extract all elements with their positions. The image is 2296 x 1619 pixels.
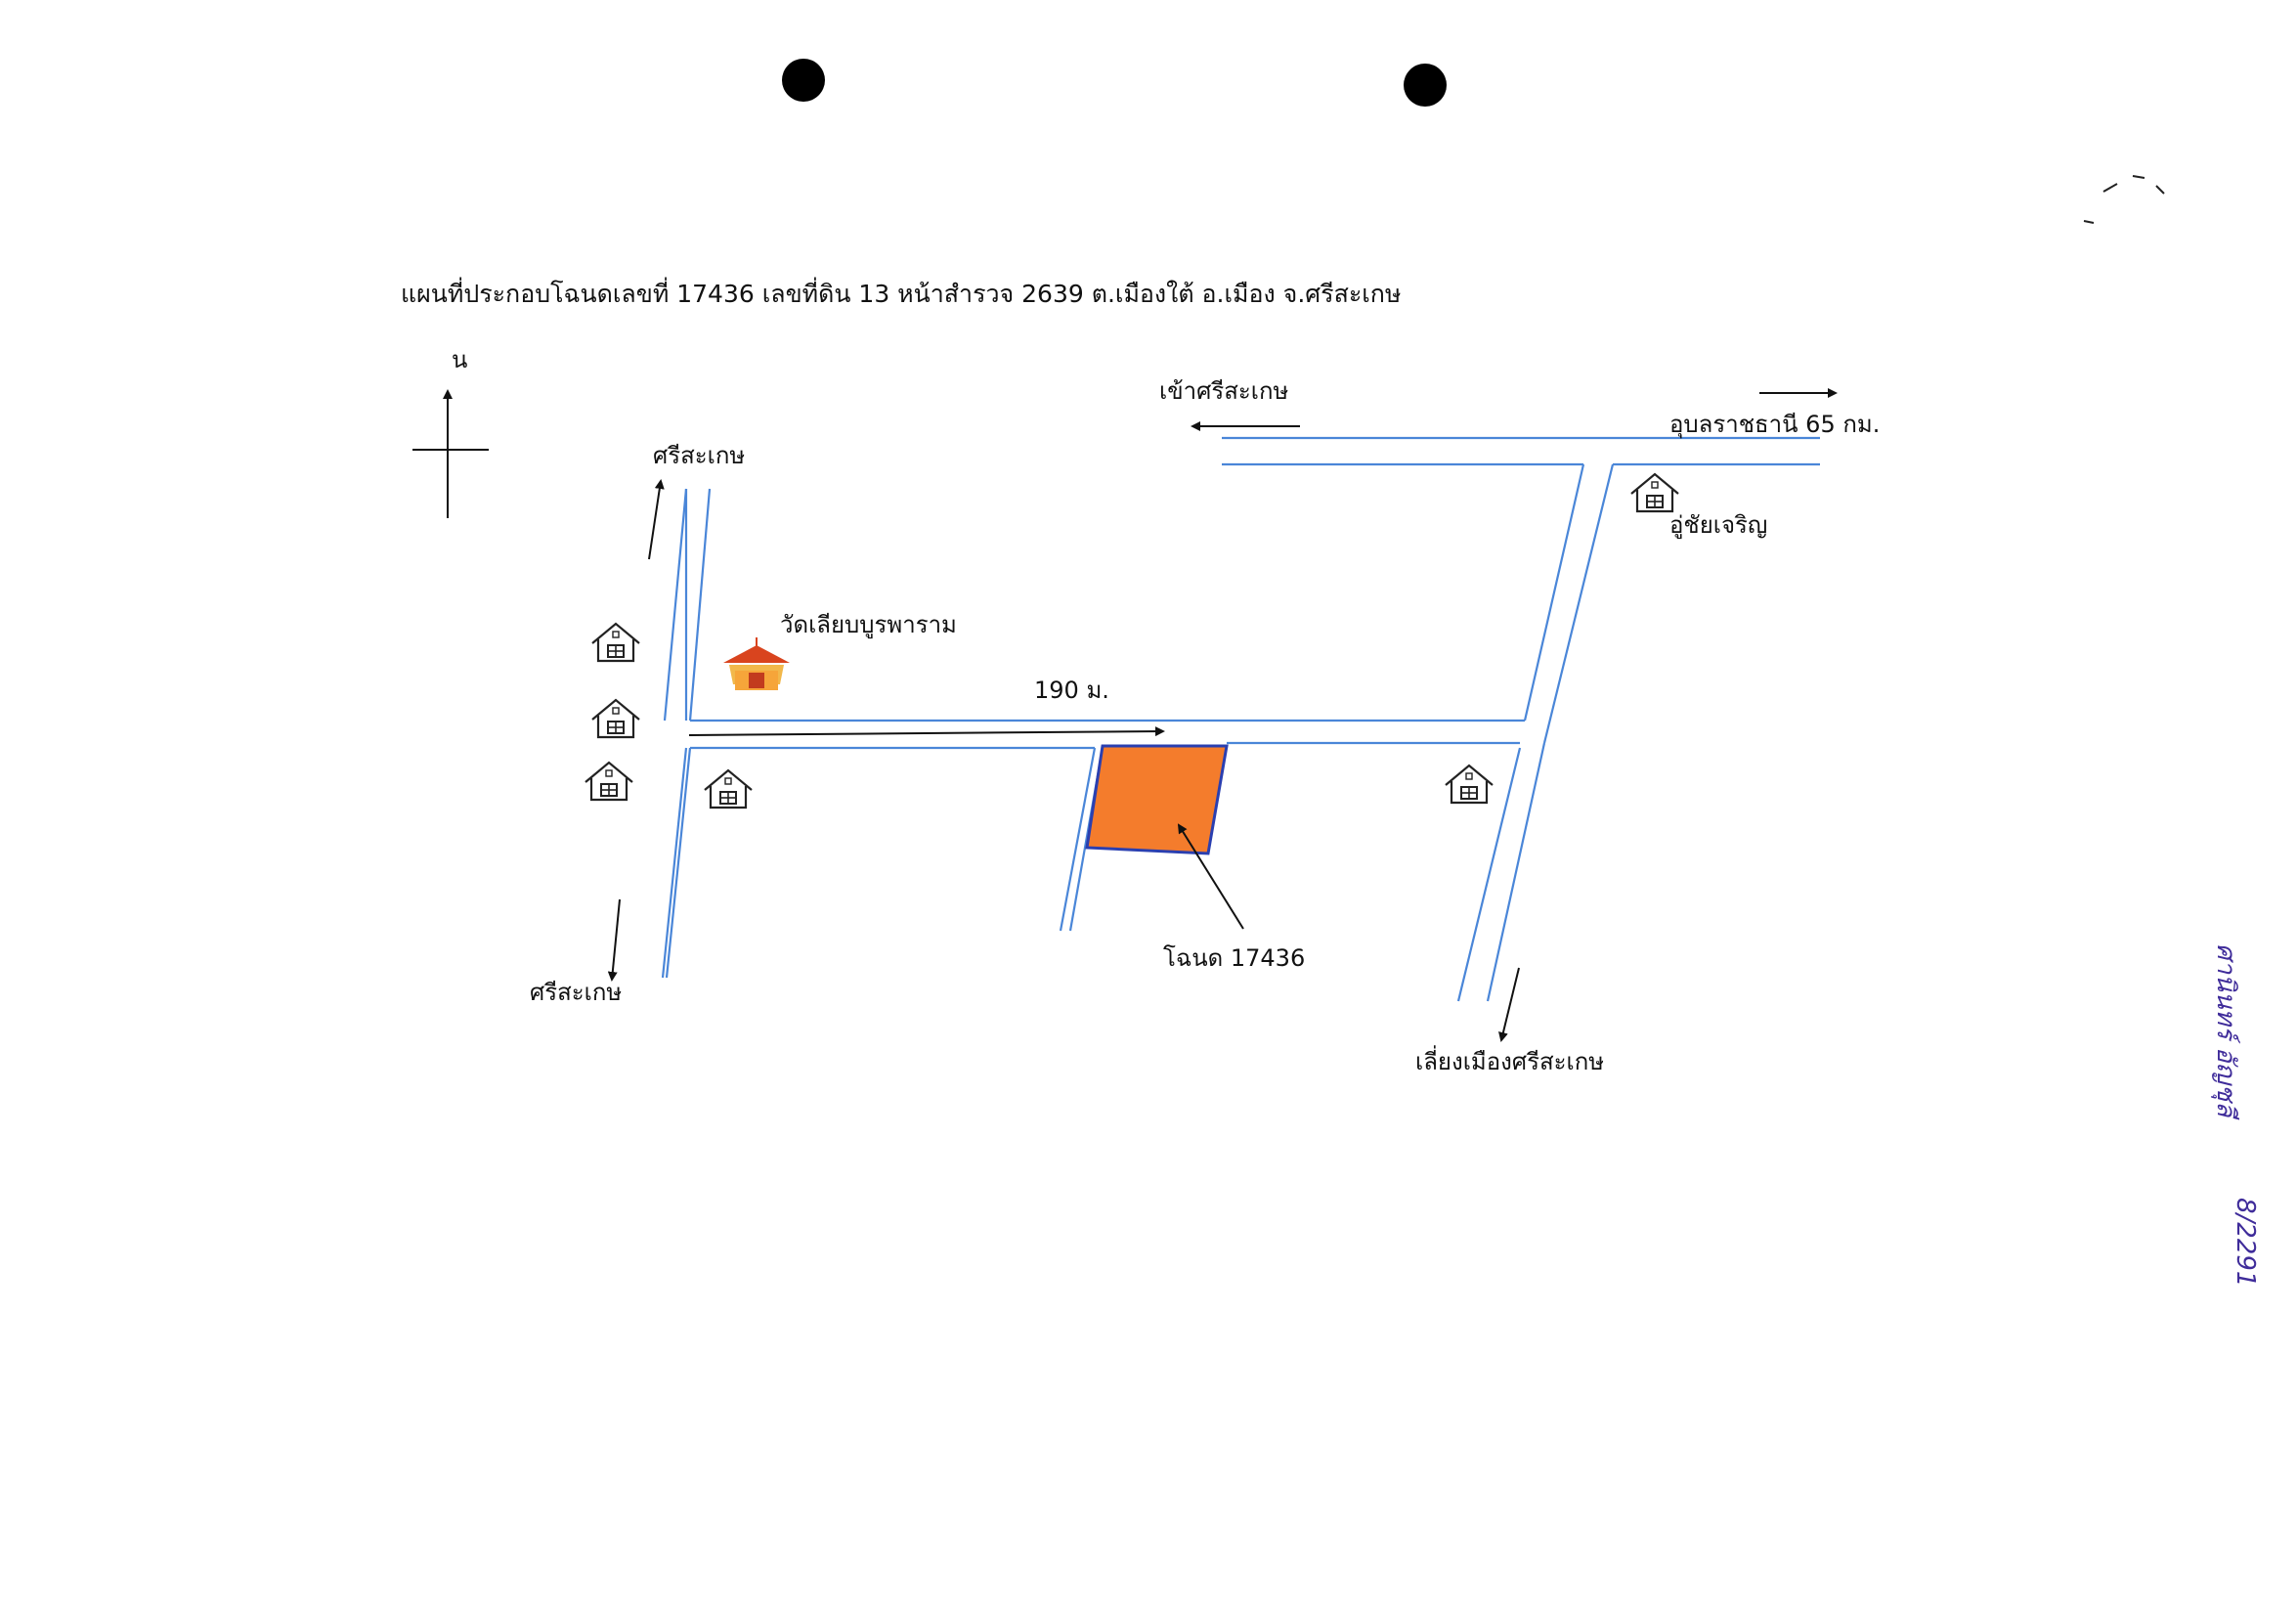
north-label: น [452, 346, 468, 373]
label-deed: โฉนด 17436 [1163, 944, 1306, 972]
distance-arrow [688, 726, 1165, 737]
house-icon [1444, 764, 1495, 805]
house-icon [1629, 472, 1680, 513]
handwritten-note: ศานินทร์ อัญชุลี [2211, 943, 2240, 1117]
house-icon [584, 761, 634, 802]
handwritten-number: 8/2291 [2231, 1198, 2260, 1288]
road-network [661, 436, 1820, 1002]
label-ubon: อุบลราชธานี 65 กม. [1669, 411, 1881, 438]
direction-arrow [648, 479, 665, 560]
direction-arrow [1498, 967, 1520, 1042]
north-arrow-icon [412, 389, 489, 518]
temple-icon [723, 637, 790, 690]
label-distance: 190 ม. [1034, 677, 1109, 704]
deed-parcel [1085, 744, 1229, 855]
leader-arrow [1177, 823, 1244, 930]
punch-hole-icon [1404, 64, 1447, 107]
house-icon [590, 698, 641, 739]
label-u-chai-charoen: อู่ชัยเจริญ [1669, 511, 1768, 539]
house-icon [703, 768, 754, 810]
road-edge [663, 488, 688, 722]
label-into-srisaket: เข้าศรีสะเกษ [1159, 377, 1289, 405]
label-temple: วัดเลียบบูรพาราม [780, 611, 957, 638]
punch-hole-icon [782, 59, 825, 102]
scan-mark [2102, 175, 2165, 195]
direction-arrow [607, 898, 621, 982]
map-title: แผนที่ประกอบโฉนดเลขที่ 17436 เลขที่ดิน 1… [401, 280, 1402, 308]
label-bypass: เลี่ยงเมืองศรีสะเกษ [1415, 1048, 1605, 1075]
label-srisaket-top: ศรีสะเกษ [653, 442, 746, 469]
label-srisaket-bottom: ศรีสะเกษ [530, 979, 623, 1006]
house-icon [590, 622, 641, 663]
scan-mark [2083, 220, 2095, 224]
